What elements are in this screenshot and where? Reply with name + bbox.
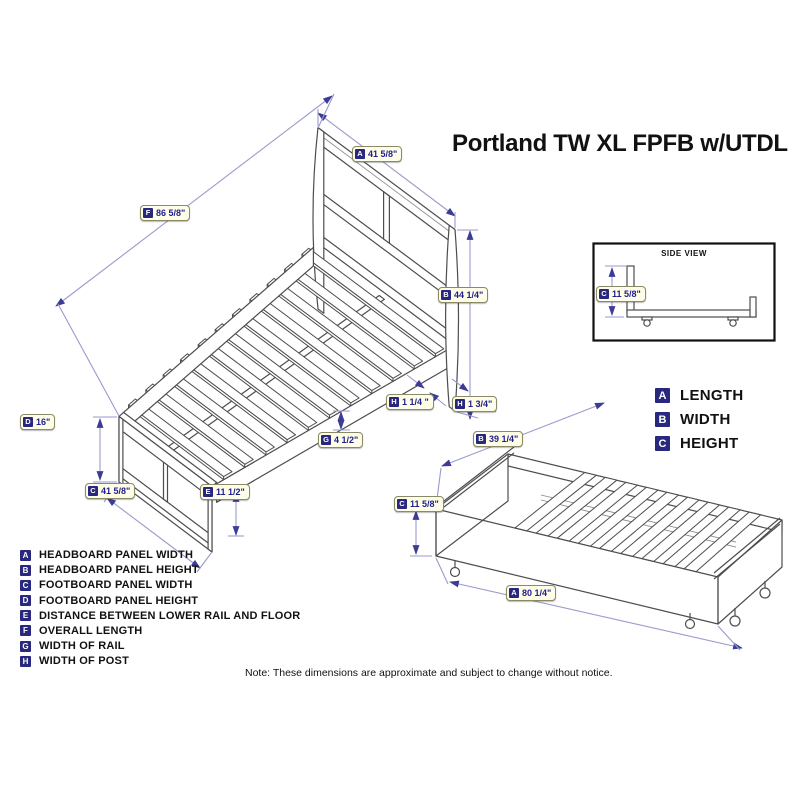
dim-label-bed-h2: H 1 3/4" xyxy=(452,396,498,412)
legend-label: WIDTH xyxy=(680,411,731,428)
dim-letter-badge: B xyxy=(441,290,451,300)
abc-legend-row-height: C HEIGHT xyxy=(655,435,743,452)
page-title: Portland TW XL FPFB w/UTDL xyxy=(452,130,788,157)
legend-label: HEADBOARD PANEL HEIGHT xyxy=(39,564,199,577)
side-view-caster xyxy=(643,319,651,327)
dim-letter-badge: C xyxy=(599,289,609,299)
footboard-top-edge xyxy=(118,411,218,487)
dim-value: 1 3/4" xyxy=(468,398,493,409)
legend-row-a: A HEADBOARD PANEL WIDTH xyxy=(20,549,300,561)
dim-label-trundle-c: C 11 5/8" xyxy=(394,496,444,512)
legend-letter-badge: B xyxy=(655,412,670,427)
legend-row-e: E DISTANCE BETWEEN LOWER RAIL AND FLOOR xyxy=(20,610,300,622)
legend-row-d: D FOOTBOARD PANEL HEIGHT xyxy=(20,595,300,607)
legend-row-b: B HEADBOARD PANEL HEIGHT xyxy=(20,564,300,576)
legend-letter-badge: A xyxy=(655,388,670,403)
legend-row-c: C FOOTBOARD PANEL WIDTH xyxy=(20,579,300,591)
dim-label-bed-d: D 16" xyxy=(20,414,56,430)
dim-value: 11 5/8" xyxy=(410,498,439,509)
dim-letter-badge: D xyxy=(23,417,33,427)
dim-label-bed-f: F 86 5/8" xyxy=(140,205,191,221)
dim-label-bed-g: G 4 1/2" xyxy=(318,432,364,448)
dim-value: 4 1/2" xyxy=(334,434,359,445)
dim-value: 1 1/4 " xyxy=(402,396,429,407)
footboard-left-post xyxy=(118,415,124,486)
main-bed-drawing xyxy=(118,126,460,553)
dim-letter-badge: H xyxy=(455,399,465,409)
legend-letter-badge: C xyxy=(655,436,670,451)
headboard-center-stile xyxy=(383,191,390,244)
dim-value: 11 5/8" xyxy=(612,288,641,299)
side-view-base-rail xyxy=(626,309,757,318)
dim-letter-badge: A xyxy=(355,149,365,159)
dim-label-trundle-b: B 39 1/4" xyxy=(473,431,524,447)
legend-label: OVERALL LENGTH xyxy=(39,624,143,637)
dim-letter-badge: C xyxy=(88,486,98,496)
dim-label-bed-b: B 44 1/4" xyxy=(438,287,489,303)
abc-legend-row-width: B WIDTH xyxy=(655,411,743,428)
legend-label: FOOTBOARD PANEL WIDTH xyxy=(39,579,193,592)
dim-label-sideview-c: C 11 5/8" xyxy=(596,286,646,302)
legend-row-f: F OVERALL LENGTH xyxy=(20,625,300,637)
dim-value: 80 1/4" xyxy=(522,587,552,598)
dim-label-bed-h1: H 1 1/4 " xyxy=(386,394,434,410)
abc-legend: A LENGTH B WIDTH C HEIGHT xyxy=(655,387,743,459)
dimension-letter-legend: A HEADBOARD PANEL WIDTH B HEADBOARD PANE… xyxy=(20,549,300,671)
dim-letter-badge: F xyxy=(143,208,153,218)
legend-label: WIDTH OF RAIL xyxy=(39,640,125,653)
dim-letter-badge: E xyxy=(203,487,213,497)
dim-value: 44 1/4" xyxy=(454,289,484,300)
side-view-caster xyxy=(729,319,737,327)
legend-letter-badge: B xyxy=(20,564,31,576)
dim-letter-badge: A xyxy=(509,588,519,598)
abc-legend-row-length: A LENGTH xyxy=(655,387,743,404)
dim-letter-badge: B xyxy=(476,434,486,444)
legend-letter-badge: F xyxy=(20,625,31,637)
legend-letter-badge: G xyxy=(20,640,31,652)
dim-value: 11 1/2" xyxy=(216,486,245,497)
side-view-title: SIDE VIEW xyxy=(661,249,707,258)
legend-row-g: G WIDTH OF RAIL xyxy=(20,640,300,652)
headboard-right-post xyxy=(445,224,460,412)
trundle-slats xyxy=(514,472,762,573)
dim-label-trundle-a: A 80 1/4" xyxy=(506,585,557,601)
disclaimer-note: Note: These dimensions are approximate a… xyxy=(245,667,613,679)
dim-label-bed-a: A 41 5/8" xyxy=(352,146,403,162)
legend-label: HEADBOARD PANEL WIDTH xyxy=(39,549,194,561)
dim-label-bed-c: C 41 5/8" xyxy=(85,483,136,499)
legend-row-h: H WIDTH OF POST xyxy=(20,655,300,667)
dim-value: 86 5/8" xyxy=(156,207,186,218)
dim-letter-badge: C xyxy=(397,499,407,509)
legend-label: DISTANCE BETWEEN LOWER RAIL AND FLOOR xyxy=(39,609,301,622)
dim-letter-badge: H xyxy=(389,397,399,407)
legend-label: WIDTH OF POST xyxy=(39,655,129,668)
legend-label: HEIGHT xyxy=(680,435,739,452)
dim-value: 41 5/8" xyxy=(368,148,398,159)
dim-label-bed-e: E 11 1/2" xyxy=(200,484,250,500)
side-view-end-cap xyxy=(749,296,757,318)
dim-letter-badge: G xyxy=(321,435,331,445)
bed-right-rail xyxy=(216,348,450,503)
legend-letter-badge: D xyxy=(20,595,31,607)
trundle-drawing xyxy=(435,446,783,630)
dim-value: 41 5/8" xyxy=(101,485,131,496)
legend-label: LENGTH xyxy=(680,387,744,404)
legend-label: FOOTBOARD PANEL HEIGHT xyxy=(39,594,199,607)
legend-letter-badge: A xyxy=(20,549,31,561)
dim-value: 39 1/4" xyxy=(489,433,519,444)
footboard-center-stile xyxy=(162,461,169,503)
dim-value: 16" xyxy=(36,416,51,427)
legend-letter-badge: C xyxy=(20,579,31,591)
legend-letter-badge: E xyxy=(20,610,31,622)
legend-letter-badge: H xyxy=(20,655,31,667)
